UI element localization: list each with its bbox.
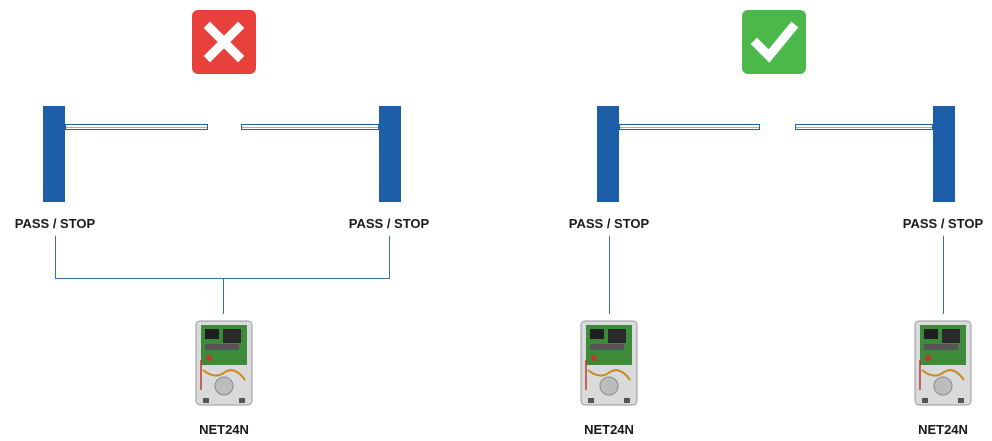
barrier-boom-left (619, 124, 760, 130)
controller-box-image (195, 320, 253, 406)
pass-stop-label-right: PASS / STOP (348, 216, 430, 231)
controller-label: NET24N (199, 422, 249, 437)
controller-label-left: NET24N (584, 422, 634, 437)
barrier-post-left (597, 106, 619, 202)
wire-shared-bus (55, 278, 390, 279)
pass-stop-label-left: PASS / STOP (568, 216, 650, 231)
barrier-boom-right (241, 124, 379, 130)
cross-icon (192, 10, 256, 74)
wire-right-drop (389, 236, 390, 278)
barrier-boom-right (795, 124, 933, 130)
pass-stop-label-left: PASS / STOP (14, 216, 96, 231)
wire-left-controller (609, 236, 610, 314)
barrier-post-right (379, 106, 401, 202)
barrier-post-left (43, 106, 65, 202)
wire-to-controller (223, 278, 224, 314)
controller-box-image-left (580, 320, 638, 406)
pass-stop-label-right: PASS / STOP (902, 216, 984, 231)
check-icon (742, 10, 806, 74)
controller-box-image-right (914, 320, 972, 406)
wire-left-drop (55, 236, 56, 278)
wire-right-controller (943, 236, 944, 314)
barrier-boom-left (65, 124, 208, 130)
barrier-post-right (933, 106, 955, 202)
controller-label-right: NET24N (918, 422, 968, 437)
